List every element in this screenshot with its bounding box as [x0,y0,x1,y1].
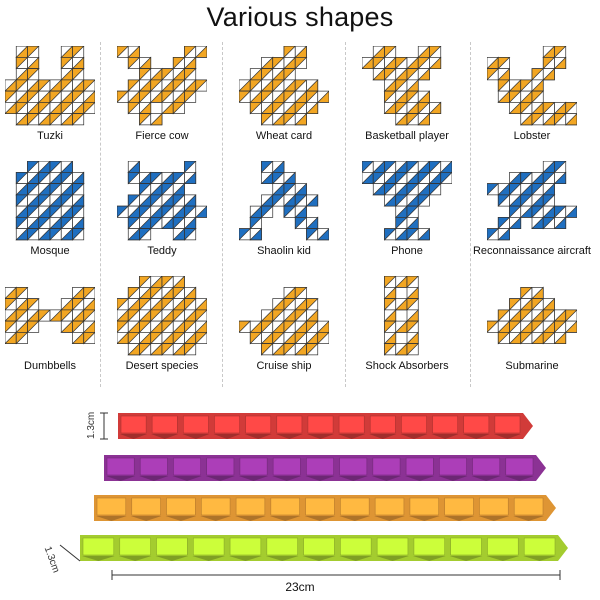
shape-cell: Mosque [0,157,110,272]
puzzle-bar [118,413,533,439]
shape-cell: Shock Absorbers [347,272,467,387]
shape-cell: Tuzki [0,42,110,157]
shape-cell: Reconnaissance aircraft [472,157,592,272]
submarine-shape-icon [487,286,577,345]
lobster-shape-icon [487,46,577,126]
aircraft-shape-icon [487,161,577,241]
shape-cell: Shaolin kid [224,157,344,272]
depth-dimension-line [59,544,81,562]
basketball-player-shape-icon [362,46,442,126]
shapes-grid [0,42,600,387]
shaolin-kid-shape-icon [239,161,329,241]
shape-label: Desert species [125,360,199,372]
cow-shape-icon [117,46,207,126]
length-dimension-label: 23cm [285,580,315,594]
shape-label: Tuzki [37,130,63,142]
shape-cell: Teddy [102,157,222,272]
shape-cell: Basketball player [347,42,467,157]
grid-divider [222,42,223,387]
shape-label: Lobster [513,130,551,142]
teddy-shape-icon [117,161,207,241]
grid-divider [100,42,101,387]
puzzle-bars-section: 1.3cm 1.3cm 23cm [0,395,600,600]
shape-label: Submarine [505,360,559,372]
puzzle-bars-illustration [59,412,568,580]
dumbbell-shape-icon [5,286,95,345]
shape-label: Cruise ship [256,360,312,372]
shape-cell: Lobster [472,42,592,157]
shape-label: Dumbbells [24,360,76,372]
shape-cell: Submarine [472,272,592,387]
shape-label: Teddy [147,245,177,257]
shape-cell: Cruise ship [224,272,344,387]
shape-label: Wheat card [255,130,313,142]
puzzle-bar [94,495,556,521]
grid-divider [470,42,471,387]
shape-label: Phone [391,245,423,257]
shape-label: Fierce cow [135,130,189,142]
ship-shape-icon [239,286,329,356]
shape-cell: Desert species [102,272,222,387]
shape-label: Shock Absorbers [365,360,449,372]
height-dimension-label: 1.3cm [86,411,97,439]
mosque-shape-icon [15,161,85,241]
puzzle-bar [104,455,546,481]
wheat-card-shape-icon [239,46,329,126]
desert-species-shape-icon [117,276,207,356]
shape-cell: Wheat card [224,42,344,157]
shape-label: Basketball player [365,130,449,142]
rabbit-shape-icon [5,46,95,126]
shape-cell: Dumbbells [0,272,110,387]
grid-divider [345,42,346,387]
shape-cell: Phone [347,157,467,272]
shape-cell: Fierce cow [102,42,222,157]
shape-label: Mosque [30,245,70,257]
puzzle-bar [80,535,568,561]
phone-shape-icon [362,161,452,241]
shape-label: Shaolin kid [257,245,311,257]
shape-label: Reconnaissance aircraft [472,245,591,257]
shock-absorber-shape-icon [383,276,420,356]
page-title: Various shapes [206,2,394,32]
